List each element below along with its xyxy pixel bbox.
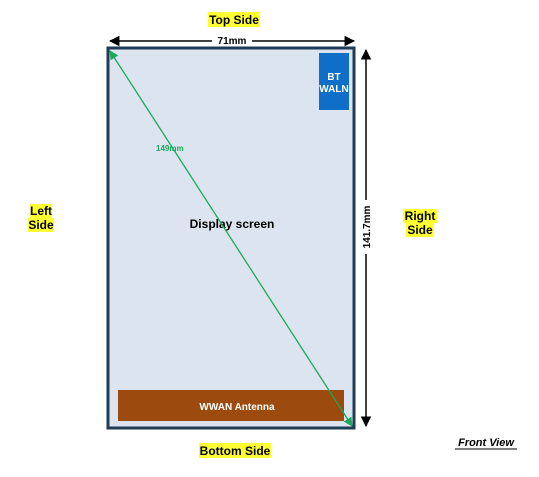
bottom-side-label: Bottom Side [199, 443, 271, 458]
left-side-text-line1: Left [30, 204, 52, 218]
bt-label-line1: BT [327, 72, 340, 83]
right-side-label: Right Side [403, 209, 437, 237]
front-view-text: Front View [458, 437, 515, 449]
bottom-side-text: Bottom Side [200, 444, 271, 458]
height-dimension-text: 141.7mm [362, 205, 373, 248]
top-side-text: Top Side [209, 13, 259, 27]
left-side-label: Left Side [28, 204, 54, 232]
front-view-caption: Front View [455, 437, 517, 450]
right-side-text-line1: Right [405, 209, 436, 223]
right-side-text-line2: Side [407, 223, 433, 237]
bt-antenna-box: BT WALN [319, 53, 349, 110]
wwan-antenna-label: WWAN Antenna [199, 402, 275, 413]
bt-label-line2: WALN [319, 84, 348, 95]
width-dimension: 71mm [108, 35, 356, 47]
width-dimension-text: 71mm [218, 36, 247, 47]
left-side-text-line2: Side [28, 218, 54, 232]
top-side-label: Top Side [208, 12, 260, 27]
diagonal-dimension-text: 149mm [156, 144, 184, 153]
height-dimension: 141.7mm [360, 48, 373, 428]
diagonal-arrow [109, 50, 353, 427]
display-screen-label: Display screen [190, 217, 275, 231]
wwan-antenna-bar: WWAN Antenna [118, 390, 344, 421]
